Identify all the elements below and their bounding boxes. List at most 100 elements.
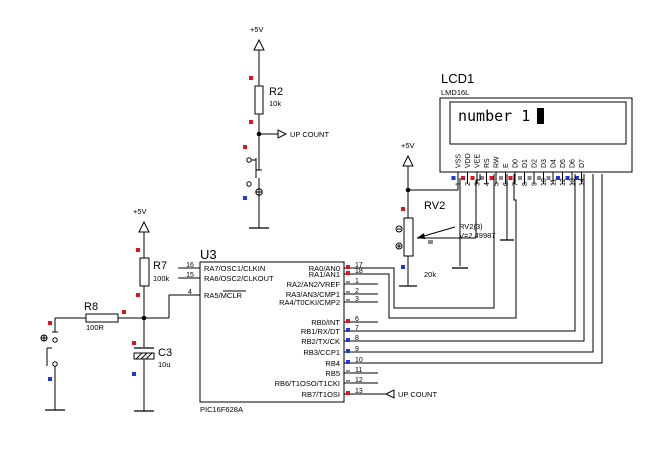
rv2-annotation-1: RV2(3) [459, 222, 483, 231]
pot-terminal-icon [395, 225, 403, 233]
pin-marker [346, 391, 350, 395]
u3-pin-name: RB4 [325, 359, 340, 368]
pin-marker [346, 299, 350, 303]
u3-pin-name: RA1/AN1 [309, 270, 340, 279]
lcd-pin-name: VDD [465, 153, 472, 168]
u3-pin-number: 10 [355, 357, 363, 364]
pin-marker [346, 271, 350, 275]
lcd-body [439, 97, 633, 173]
u3-ref: U3 [200, 247, 217, 262]
pin-marker [346, 380, 350, 384]
u3-pin-number: 7 [355, 325, 359, 332]
u3-pin-name: RB2/TX/CK [301, 337, 340, 346]
lcd-pin-name: D6 [570, 159, 577, 168]
u3-pin-number: 9 [355, 346, 359, 353]
pin-marker [428, 240, 433, 244]
lcd-pin-number: 13 [570, 178, 577, 186]
lcd-pin-number: 11 [551, 179, 558, 186]
r8-resistor [85, 313, 119, 323]
lcd-pin-number: 2 [465, 182, 472, 186]
pin-marker [470, 176, 475, 180]
wire-rs [378, 174, 495, 309]
c3-value: 10u [158, 360, 171, 369]
u3-pin-number: 12 [355, 377, 363, 384]
pot-terminal-icon [395, 242, 403, 250]
bus-wires: UP COUNT [378, 174, 603, 399]
lcd-pin-number: 5 [494, 182, 501, 186]
u3-pin-number: 2 [355, 288, 359, 295]
up-count-label-top: UP COUNT [290, 130, 329, 139]
switch-contact [246, 181, 252, 187]
up-count-label-bottom: UP COUNT [398, 390, 437, 399]
u3-pin-number: 3 [355, 296, 359, 303]
lcd-pin-number: 8 [522, 182, 529, 186]
c3-ref: C3 [158, 347, 172, 359]
pin-marker [489, 176, 494, 180]
lcd-pin-name: D4 [551, 159, 558, 168]
r8-value: 100R [86, 323, 105, 332]
pin-marker [518, 176, 522, 180]
r2-section: +5V R2 10k UP COUNT [243, 25, 329, 229]
r2-ref: R2 [269, 86, 283, 98]
lcd-screen [449, 101, 627, 145]
lcd-display-text: number 1 [458, 107, 530, 125]
u3-pin-number: 4 [188, 289, 192, 296]
pin-marker [346, 291, 350, 295]
pin-marker [499, 176, 503, 180]
u3-pin-name: RA4/T0CKI/CMP2 [279, 298, 340, 307]
u3-pin-name: RA5/MCLR [204, 291, 243, 300]
u3-body [199, 261, 345, 403]
lcd-pin-number: 1 [456, 182, 463, 186]
u3-part: PIC16F628A [200, 405, 243, 414]
pin-marker [451, 176, 456, 180]
lcd-pin-name: RS [484, 158, 491, 168]
u3-pin-name: RA3/AN3/CMP1 [286, 290, 340, 299]
u3-pin-name: RB5 [325, 369, 340, 378]
lcd-pin-name: RW [494, 156, 501, 168]
u3-pin-number: 15 [186, 272, 194, 279]
lcd-pin-name: E [503, 163, 510, 168]
lcd-pin-number: 4 [484, 182, 491, 186]
lcd-pin-name: D0 [513, 159, 520, 168]
pin-marker [346, 265, 350, 269]
lcd-pin-name: D3 [541, 159, 548, 168]
reset-network: +5V R7 100k R8 100R C3 [40, 207, 200, 412]
u3-pin-number: 11 [355, 367, 362, 374]
pin-marker [136, 248, 140, 252]
wire-d7 [378, 174, 603, 364]
u3-pin-number: 8 [355, 335, 359, 342]
lcd-pin-name: D1 [522, 159, 529, 168]
switch-contact [246, 157, 252, 163]
lcd-grounds [452, 174, 514, 269]
pin-marker [556, 176, 560, 180]
r7-resistor [139, 257, 150, 287]
rv2-section: +5V RV2 RV2(3) V=2.49987 20k [395, 141, 496, 287]
rv2-resistor [403, 217, 414, 257]
u3-pin-number: 18 [355, 268, 363, 275]
r2-supply-label: +5V [250, 25, 264, 34]
pin-marker [346, 281, 350, 285]
lcd-pin-number: 9 [532, 182, 539, 186]
pin-marker [461, 176, 465, 180]
lcd-pins: VSS1VDD2VEE3RS4RW5E6D07D18D29D310D411D51… [451, 153, 586, 186]
pin-marker [346, 370, 350, 374]
pin-marker [132, 341, 136, 345]
lcd-pin-number: 14 [579, 178, 586, 186]
u3-pin-number: 16 [186, 262, 194, 269]
pin-marker [243, 196, 247, 200]
lcd-module: LCD1 LMD16L number 1 VSS1VDD2VEE3RS4RW5E… [439, 71, 633, 186]
u3-pin-number: 13 [355, 388, 363, 395]
r7-ref: R7 [153, 260, 167, 272]
lcd-pin-name: VSS [456, 154, 463, 168]
lcd-pin-name: VEE [475, 154, 482, 168]
power-arrow-icon [138, 220, 150, 233]
u3-pin-name: RB1/RX/DT [301, 327, 341, 336]
pin-marker [401, 207, 405, 211]
switch-contact [52, 361, 58, 367]
rv2-annotation-2: V=2.49987 [459, 231, 496, 240]
pin-marker [136, 293, 140, 297]
u3-pin-number: 1 [355, 278, 359, 285]
